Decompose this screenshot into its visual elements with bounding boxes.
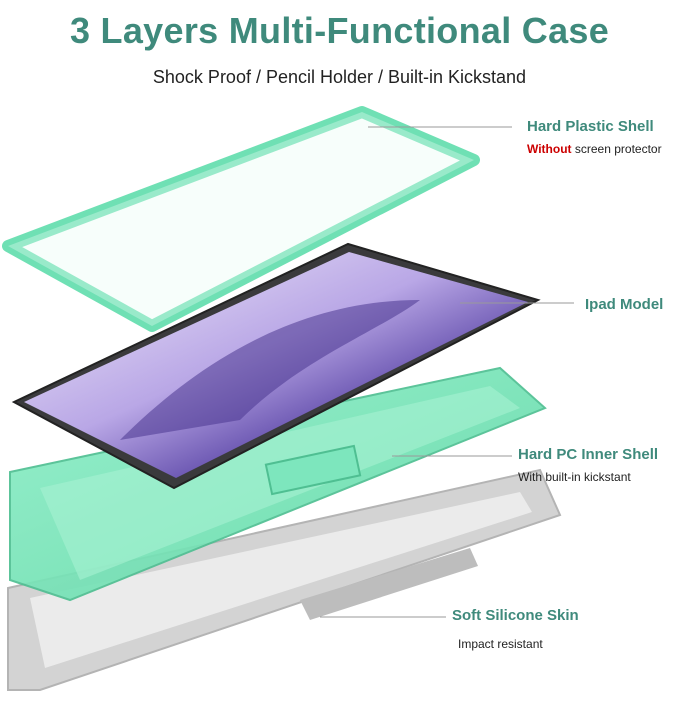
page-subtitle: Shock Proof / Pencil Holder / Built-in K… bbox=[152, 67, 527, 87]
label-hard-plastic-shell: Hard Plastic Shell bbox=[527, 118, 654, 135]
note-hard-plastic-shell: Without screen protector bbox=[527, 142, 662, 156]
note-soft-silicone-skin: Impact resistant bbox=[458, 637, 543, 651]
note-hard-pc-inner-shell: With built-in kickstant bbox=[518, 470, 631, 484]
note-emphasis: Without bbox=[527, 142, 572, 156]
label-soft-silicone-skin: Soft Silicone Skin bbox=[452, 607, 579, 624]
plastic-shell-layer bbox=[2, 106, 480, 332]
label-ipad-model: Ipad Model bbox=[585, 296, 664, 313]
ipad-model-layer bbox=[11, 242, 541, 490]
label-hard-pc-inner-shell: Hard PC Inner Shell bbox=[518, 446, 659, 463]
page-title: 3 Layers Multi-Functional Case bbox=[69, 10, 610, 51]
pc-inner-shell-layer bbox=[9, 366, 547, 602]
silicone-skin-layer bbox=[7, 468, 562, 691]
note-text: screen protector bbox=[571, 142, 662, 156]
